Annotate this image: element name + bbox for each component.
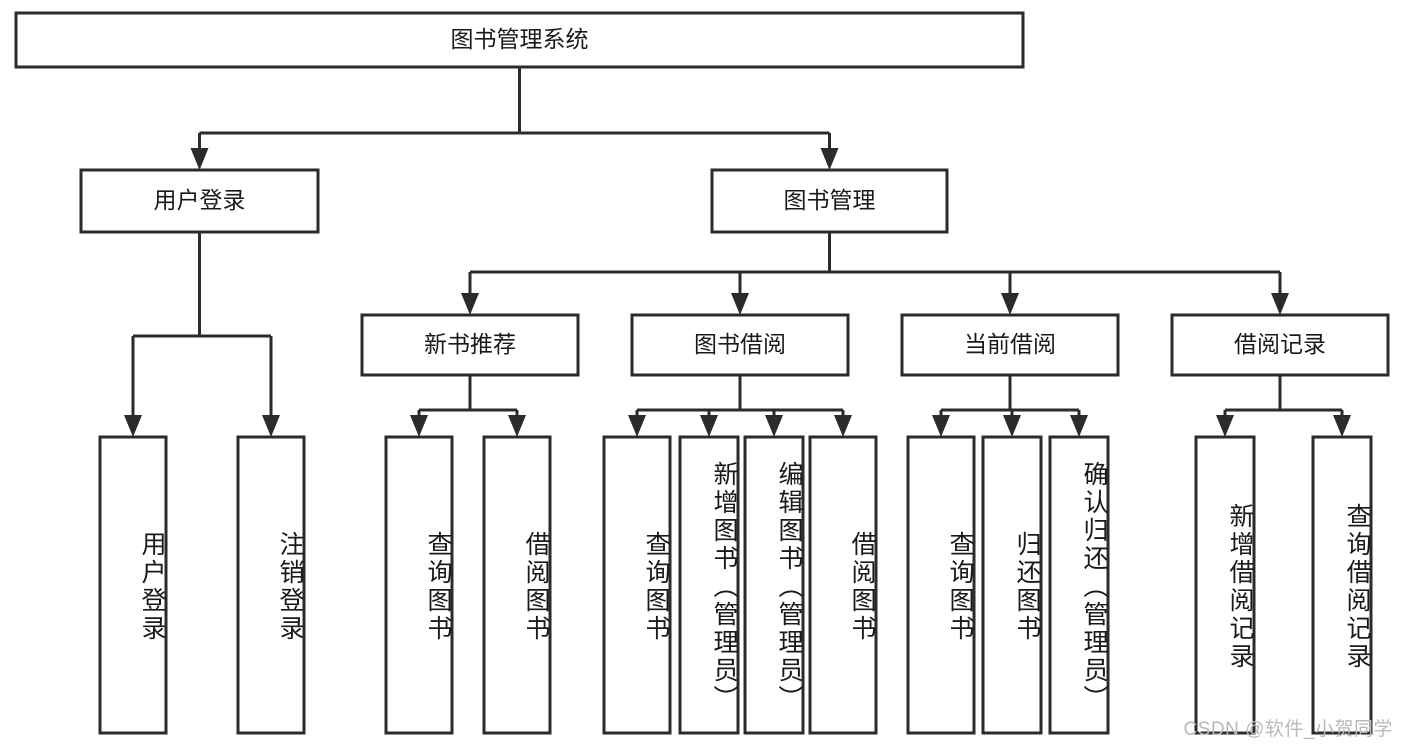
node-box-leaf-add-record[interactable]	[1194, 435, 1256, 735]
arrow-head-icon	[190, 148, 209, 170]
arrow-head-icon	[1271, 293, 1289, 315]
arrow-head-icon	[765, 415, 783, 437]
arrow-head-icon	[124, 415, 142, 437]
node-box-borrow-record[interactable]	[1170, 313, 1390, 377]
node-box-leaf-borrow-book-rec[interactable]	[482, 435, 552, 735]
node-label-borrow-record: 借阅记录	[1234, 331, 1326, 357]
node-box-new-book-recommend[interactable]	[360, 313, 580, 377]
node-box-leaf-edit-book[interactable]	[743, 435, 805, 735]
arrow-head-icon	[508, 415, 526, 437]
node-box-leaf-query-book-rec[interactable]	[384, 435, 454, 735]
node-box-leaf-borrow-book[interactable]	[808, 435, 878, 735]
node-box-user-login[interactable]	[79, 168, 320, 234]
arrow-head-icon	[932, 415, 950, 437]
node-box-book-borrow[interactable]	[630, 313, 850, 377]
node-box-leaf-query-book-current[interactable]	[906, 435, 976, 735]
arrow-head-icon	[410, 415, 428, 437]
connectors-layer	[124, 67, 1351, 437]
arrow-head-icon	[1003, 415, 1021, 437]
node-label-book-manage: 图书管理	[784, 187, 876, 213]
arrow-head-icon	[700, 415, 718, 437]
node-label-root: 图书管理系统	[451, 26, 589, 52]
node-boxes-layer	[14, 11, 1390, 735]
arrow-head-icon	[1001, 293, 1019, 315]
arrow-head-icon	[820, 148, 839, 170]
arrow-head-icon	[628, 415, 646, 437]
node-box-leaf-add-book[interactable]	[678, 435, 740, 735]
node-label-new-book-recommend: 新书推荐	[424, 331, 516, 357]
node-box-current-borrow[interactable]	[900, 313, 1120, 377]
arrow-head-icon	[1070, 415, 1088, 437]
arrow-head-icon	[461, 293, 479, 315]
node-box-leaf-confirm-return[interactable]	[1048, 435, 1110, 735]
node-label-user-login: 用户登录	[154, 187, 246, 213]
arrow-head-icon	[1333, 415, 1351, 437]
node-label-current-borrow: 当前借阅	[964, 331, 1056, 357]
node-box-leaf-logout[interactable]	[236, 435, 306, 735]
node-box-leaf-query-record[interactable]	[1311, 435, 1373, 735]
node-box-leaf-user-login[interactable]	[98, 435, 168, 735]
node-label-book-borrow: 图书借阅	[694, 331, 786, 357]
csdn-watermark: CSDN @软件_小贺同学	[1183, 719, 1393, 740]
arrow-head-icon	[834, 415, 852, 437]
node-box-book-manage[interactable]	[710, 168, 949, 234]
node-box-leaf-query-book-borrow[interactable]	[602, 435, 672, 735]
arrow-head-icon	[1216, 415, 1234, 437]
node-box-leaf-return-book[interactable]	[981, 435, 1043, 735]
arrow-head-icon	[731, 293, 749, 315]
arrow-head-icon	[262, 415, 280, 437]
node-box-root[interactable]	[14, 11, 1025, 69]
